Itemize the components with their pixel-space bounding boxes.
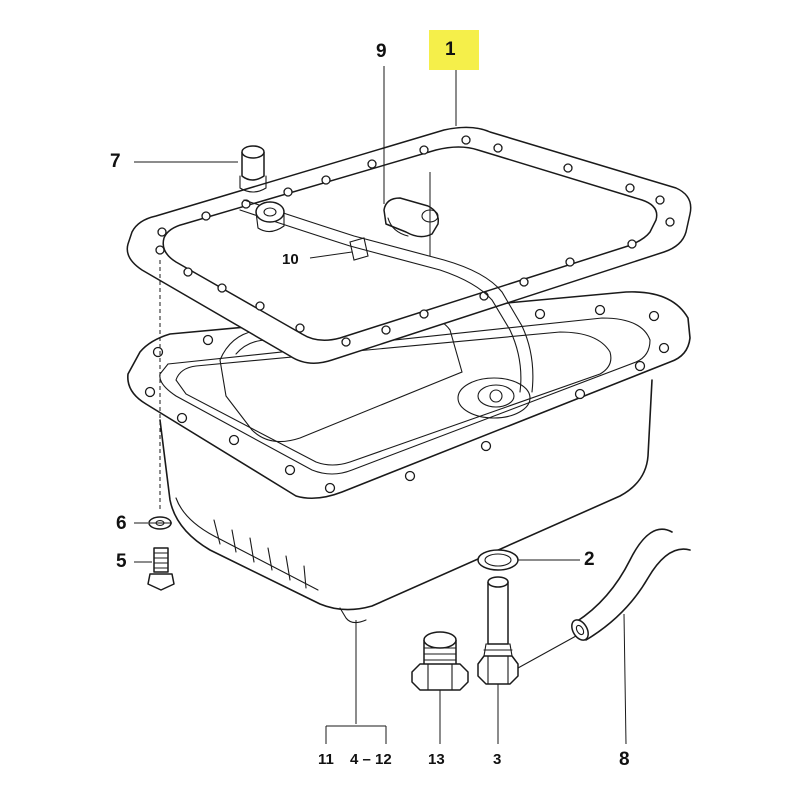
bolt[interactable] bbox=[147, 547, 175, 591]
callout-9: 9 bbox=[376, 41, 387, 62]
gasket[interactable] bbox=[126, 126, 692, 364]
callout-2: 2 bbox=[584, 549, 595, 570]
gasket-holes bbox=[155, 135, 675, 347]
callout-13: 13 bbox=[428, 751, 445, 768]
callout-6: 6 bbox=[116, 513, 127, 534]
oil-pipe[interactable] bbox=[239, 199, 534, 393]
oil-pan[interactable] bbox=[127, 291, 691, 624]
flange-holes bbox=[144, 304, 670, 494]
banjo-nut[interactable] bbox=[255, 201, 285, 233]
callout-7: 7 bbox=[110, 151, 121, 172]
callout-1: 1 bbox=[445, 39, 456, 60]
highlight-marker bbox=[429, 30, 479, 70]
leader-lines bbox=[134, 66, 627, 745]
seal-ring[interactable] bbox=[477, 549, 519, 571]
callout-5: 5 bbox=[116, 551, 127, 572]
callout-4-12: 4 – 12 bbox=[350, 751, 392, 768]
pipe-fitting[interactable] bbox=[239, 145, 267, 193]
callout-11: 11 bbox=[318, 751, 334, 768]
callout-8: 8 bbox=[619, 749, 630, 770]
hollow-fitting[interactable] bbox=[477, 576, 519, 685]
drain-plug[interactable] bbox=[411, 631, 469, 691]
hose[interactable] bbox=[568, 528, 691, 643]
callout-3: 3 bbox=[493, 751, 502, 768]
callout-10: 10 bbox=[282, 251, 299, 268]
